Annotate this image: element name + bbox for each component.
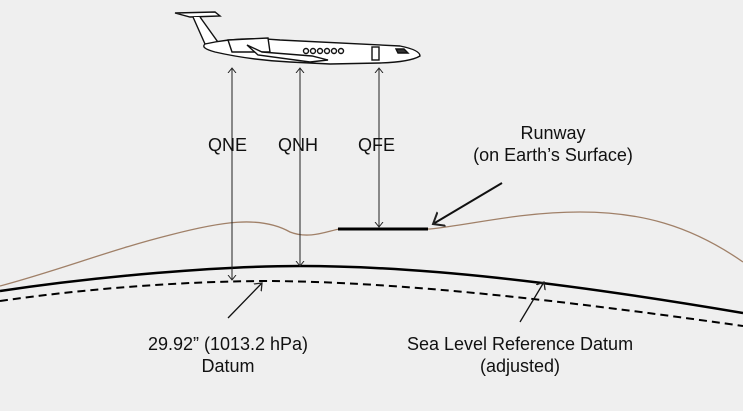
qfe-label: QFE bbox=[358, 135, 396, 155]
standard-datum-label-line1: 29.92” (1013.2 hPa) bbox=[147, 334, 309, 354]
runway-label: Runway (on Earth’s Surface) bbox=[458, 122, 648, 166]
runway-label-line1: Runway bbox=[520, 123, 586, 143]
qnh-label: QNH bbox=[278, 135, 318, 155]
qne-label: QNE bbox=[208, 135, 248, 155]
standard-datum-label: 29.92” (1013.2 hPa) Datum bbox=[118, 333, 338, 377]
runway-label-line2: (on Earth’s Surface) bbox=[473, 145, 633, 165]
terrain-line bbox=[0, 211, 743, 287]
standard-datum-label-line2: Datum bbox=[201, 356, 255, 376]
sea-level-datum-label: Sea Level Reference Datum (adjusted) bbox=[380, 333, 660, 377]
sea-level-datum-label-line1: Sea Level Reference Datum bbox=[406, 334, 634, 354]
datum-pointer-arrow bbox=[227, 283, 262, 319]
sea-level-pointer-arrow bbox=[519, 282, 544, 323]
sea-level-datum-label-line2: (adjusted) bbox=[479, 356, 561, 376]
airplane-icon bbox=[174, 11, 421, 65]
runway-pointer-arrow bbox=[433, 182, 503, 224]
standard-datum-line bbox=[0, 279, 743, 327]
sea-level-datum-line bbox=[0, 264, 743, 315]
